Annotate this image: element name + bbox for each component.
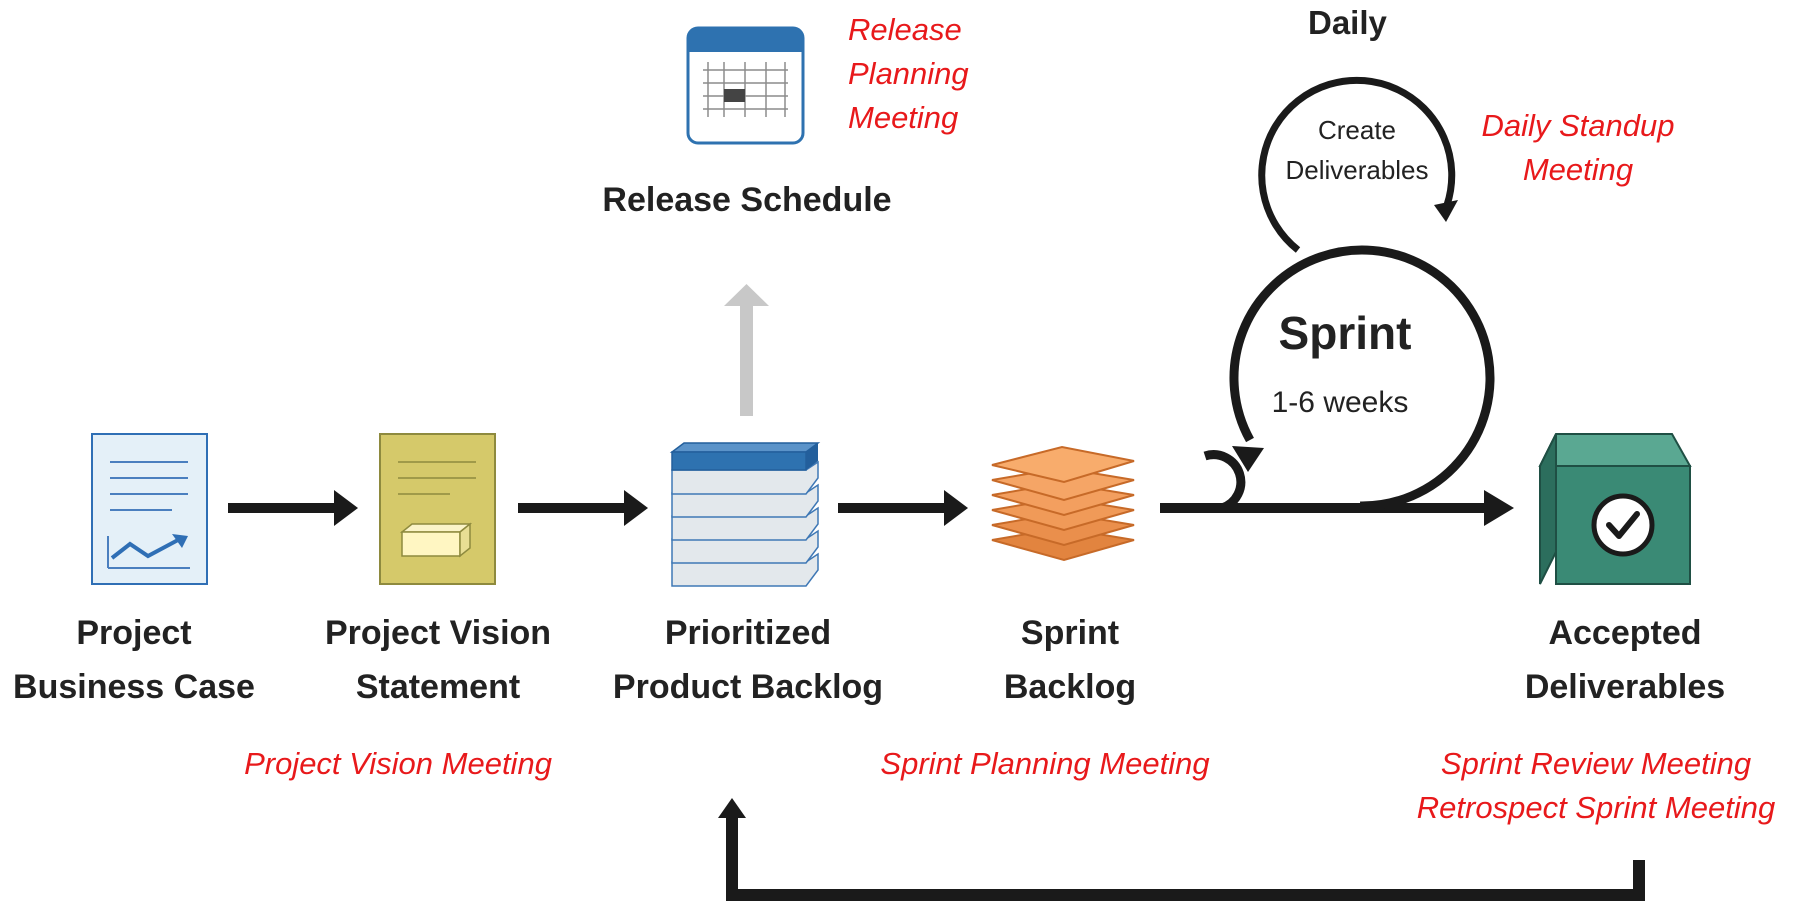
daily-cycle-activity: Create Deliverables xyxy=(1285,115,1429,185)
daily-cycle-title: Daily xyxy=(1308,4,1387,41)
sprint-cycle-loop xyxy=(1203,245,1495,513)
checked-box-icon xyxy=(1538,433,1692,585)
calendar-icon xyxy=(686,26,805,145)
label-product-backlog: Prioritized Product Backlog xyxy=(612,614,884,706)
document-box-icon xyxy=(379,433,496,585)
meeting-release-planning: Release Planning Meeting xyxy=(848,12,969,135)
stacked-sheets-icon xyxy=(991,445,1135,562)
label-sprint-backlog: Sprint Backlog xyxy=(1003,614,1137,706)
label-vision-statement: Project Vision Statement xyxy=(324,614,552,706)
meeting-sprint-review: Sprint Review Meeting xyxy=(1440,746,1752,781)
label-release-schedule: Release Schedule xyxy=(602,181,892,219)
sprint-cycle-title: Sprint xyxy=(1278,307,1412,359)
meeting-sprint-review-retrospect: Sprint Review Meeting Retrospect Sprint … xyxy=(1388,742,1804,830)
meeting-project-vision: Project Vision Meeting xyxy=(244,746,552,781)
meeting-sprint-planning: Sprint Planning Meeting xyxy=(880,746,1210,781)
label-business-case: Project Business Case xyxy=(13,614,255,706)
stacked-list-icon xyxy=(669,442,821,587)
feedback-loop xyxy=(718,798,1645,901)
daily-cycle-arrowhead xyxy=(1434,200,1458,222)
meeting-daily-standup: Daily Standup Meeting xyxy=(1481,108,1675,187)
meeting-retrospect: Retrospect Sprint Meeting xyxy=(1416,790,1776,825)
release-arrow xyxy=(724,284,769,416)
label-accepted-deliverables: Accepted Deliverables xyxy=(1524,614,1726,706)
document-chart-icon xyxy=(91,433,208,585)
daily-cycle-loop xyxy=(1258,76,1456,253)
sprint-cycle-duration: 1-6 weeks xyxy=(1271,386,1409,419)
sprint-cycle-arrowhead xyxy=(1232,446,1264,472)
